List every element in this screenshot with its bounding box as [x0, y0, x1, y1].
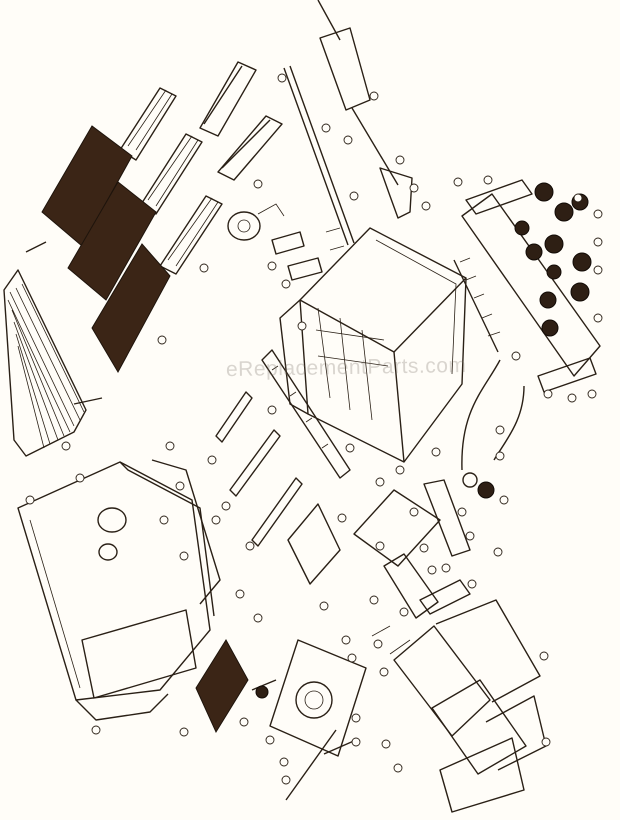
bracket-parts	[271, 227, 345, 281]
hood-lid-part	[17, 459, 221, 721]
rotisserie-spit-part	[317, 0, 413, 219]
gas-manifold-part	[453, 257, 525, 499]
heat-deflector-part	[261, 349, 351, 479]
cooking-grate-part	[41, 125, 171, 374]
control-panel-part	[461, 179, 601, 393]
cart-frame-part	[353, 479, 547, 813]
igniter-module-part	[227, 203, 285, 241]
side-burner-part	[251, 639, 367, 801]
rotisserie-rod-part	[283, 65, 355, 246]
watermark-text: eReplacementParts.com	[225, 353, 467, 382]
part-callouts	[25, 73, 603, 785]
bottom-grate-part	[195, 639, 249, 734]
burner-tubes-part	[215, 391, 303, 547]
firebox-part	[279, 227, 467, 463]
grease-tray-part	[287, 503, 341, 585]
warming-rack-part	[199, 61, 283, 181]
side-grate-part	[3, 241, 103, 457]
